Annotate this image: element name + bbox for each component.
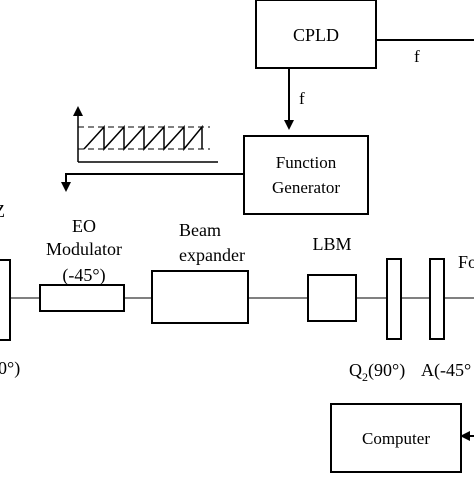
computer-box [330,403,462,473]
beam-expander-label-line2: expander [179,245,245,265]
cpld-box [255,0,377,69]
beam-expander-box [151,270,249,324]
computer-label: Computer [362,429,430,448]
f-label-down: f [299,89,305,108]
f-label-right: f [414,47,420,66]
analyzer-label: A(-45° [421,360,471,381]
left-partial-letter: Z [0,201,5,221]
q2-waveplate [386,258,402,340]
function-generator-label-line2: Generator [272,178,340,197]
left-partial-angle: 0°) [0,358,20,379]
right-partial-label: Fo [458,252,474,272]
eo-modulator-box [39,284,125,312]
function-generator-box [243,135,369,215]
eo-modulator-label-line2: Modulator [46,239,122,259]
q2-label: Q2(90°) [349,360,405,384]
function-generator-label-line1: Function [276,153,337,172]
beam-expander-label-line1: Beam [179,220,221,240]
eo-modulator-label-line1: EO [72,216,96,236]
sawtooth-waveform-icon [73,106,218,163]
left-partial-element [0,259,11,341]
modulation-output-arrow [61,173,244,192]
lbm-label: LBM [312,234,351,254]
cpld-label: CPLD [293,25,339,45]
eo-modulator-label-line3: (-45°) [62,265,105,286]
lbm-box [307,274,357,322]
analyzer-polarizer [429,258,445,340]
